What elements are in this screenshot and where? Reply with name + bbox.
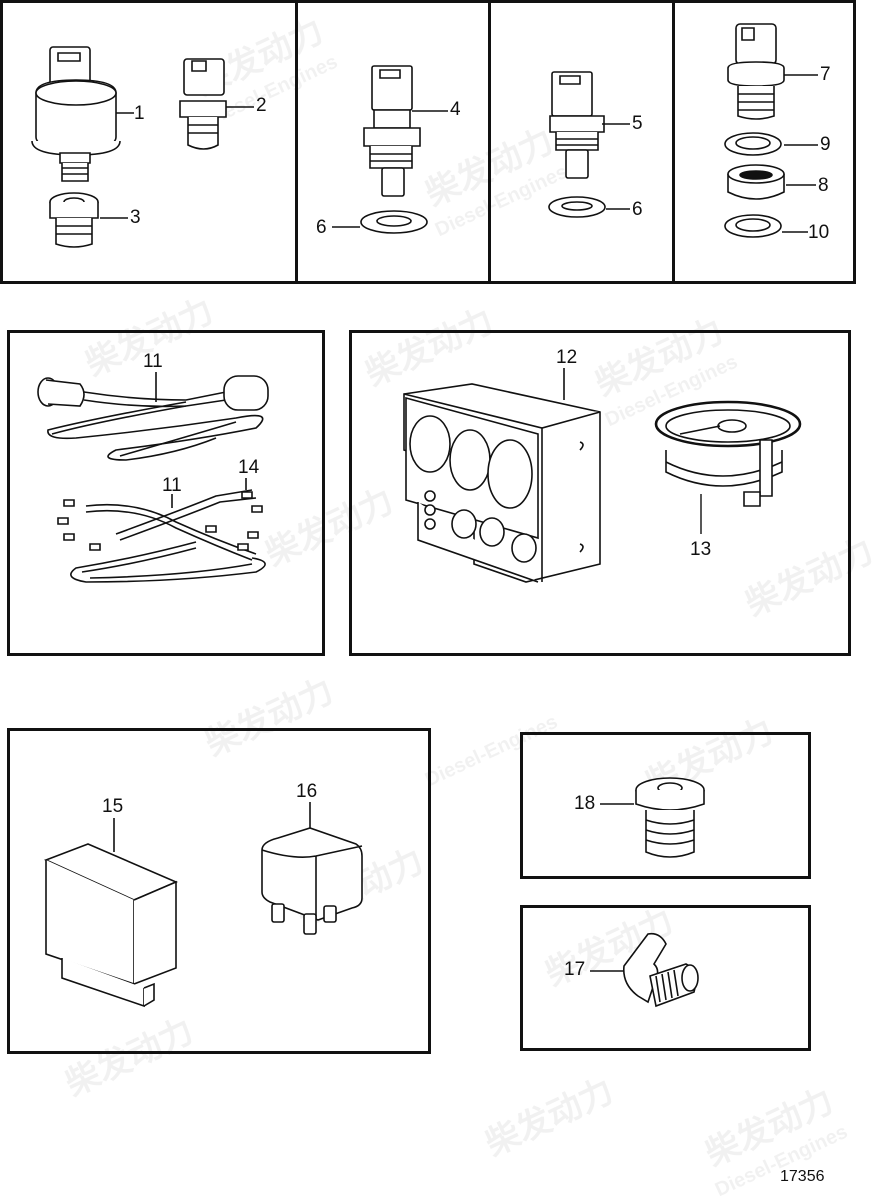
watermark: 柴发动力 bbox=[699, 1081, 840, 1174]
extension-cable-drawing bbox=[36, 370, 276, 470]
cable-harness-panel bbox=[7, 330, 325, 656]
leader-line bbox=[700, 494, 702, 534]
control-unit-panel bbox=[7, 728, 431, 1054]
callout-15: 15 bbox=[102, 796, 124, 817]
callout-12: 12 bbox=[556, 347, 578, 368]
panel-divider bbox=[488, 0, 491, 284]
leader-line bbox=[116, 112, 134, 114]
callout-6: 6 bbox=[316, 217, 327, 238]
temperature-sensor-drawing bbox=[362, 64, 432, 200]
leader-line bbox=[784, 74, 818, 76]
leader-line bbox=[412, 110, 448, 112]
leader-line bbox=[606, 208, 630, 210]
callout-2: 2 bbox=[256, 95, 267, 116]
callout-11: 11 bbox=[143, 351, 163, 372]
plug-panel bbox=[520, 732, 811, 879]
callout-9: 9 bbox=[820, 134, 831, 155]
leader-line bbox=[590, 970, 624, 972]
watermark: 柴发动力 bbox=[479, 1071, 620, 1164]
washer-drawing bbox=[722, 212, 784, 240]
wiring-harness-drawing bbox=[56, 478, 276, 588]
plug-drawing bbox=[634, 776, 708, 860]
leader-line bbox=[786, 184, 816, 186]
washer-drawing bbox=[358, 208, 430, 236]
temperature-sensor-drawing bbox=[548, 70, 608, 182]
callout-18: 18 bbox=[574, 793, 596, 814]
washer-drawing bbox=[722, 130, 784, 158]
gauge-drawing bbox=[652, 400, 804, 510]
leader-line bbox=[100, 217, 128, 219]
callout-16: 16 bbox=[296, 781, 318, 802]
callout-8: 8 bbox=[818, 175, 829, 196]
callout-3: 3 bbox=[130, 207, 141, 228]
sensor-drawing bbox=[726, 18, 786, 126]
leader-line bbox=[600, 803, 634, 805]
panel-divider bbox=[295, 0, 298, 284]
instrument-panel-section bbox=[349, 330, 851, 656]
watermark: Diesel-Engines bbox=[711, 1120, 852, 1202]
relay-drawing bbox=[258, 802, 364, 928]
elbow-fitting-drawing bbox=[620, 930, 704, 1010]
leader-line bbox=[602, 123, 630, 125]
sensor-drawing bbox=[178, 55, 228, 155]
panel-divider bbox=[672, 0, 675, 284]
figure-number: 17356 bbox=[780, 1168, 825, 1185]
leader-line bbox=[782, 231, 808, 233]
top-sensor-strip bbox=[0, 0, 856, 284]
callout-1: 1 bbox=[134, 103, 145, 124]
callout-7: 7 bbox=[820, 64, 831, 85]
washer-drawing bbox=[546, 194, 608, 220]
callout-10: 10 bbox=[808, 222, 830, 243]
callout-14: 14 bbox=[238, 457, 260, 478]
sealing-ring-drawing bbox=[726, 164, 786, 204]
callout-5: 5 bbox=[632, 113, 643, 134]
callout-11: 11 bbox=[162, 475, 182, 496]
callout-13: 13 bbox=[690, 539, 712, 560]
adapter-drawing bbox=[46, 192, 102, 250]
instrument-panel-drawing bbox=[402, 368, 602, 588]
leader-line bbox=[784, 144, 818, 146]
leader-line bbox=[226, 106, 254, 108]
leader-line bbox=[332, 226, 360, 228]
elbow-panel bbox=[520, 905, 811, 1051]
callout-17: 17 bbox=[564, 959, 586, 980]
callout-6: 6 bbox=[632, 199, 643, 220]
control-module-drawing bbox=[44, 818, 180, 994]
pressure-sensor-drawing bbox=[28, 45, 128, 185]
callout-4: 4 bbox=[450, 99, 461, 120]
